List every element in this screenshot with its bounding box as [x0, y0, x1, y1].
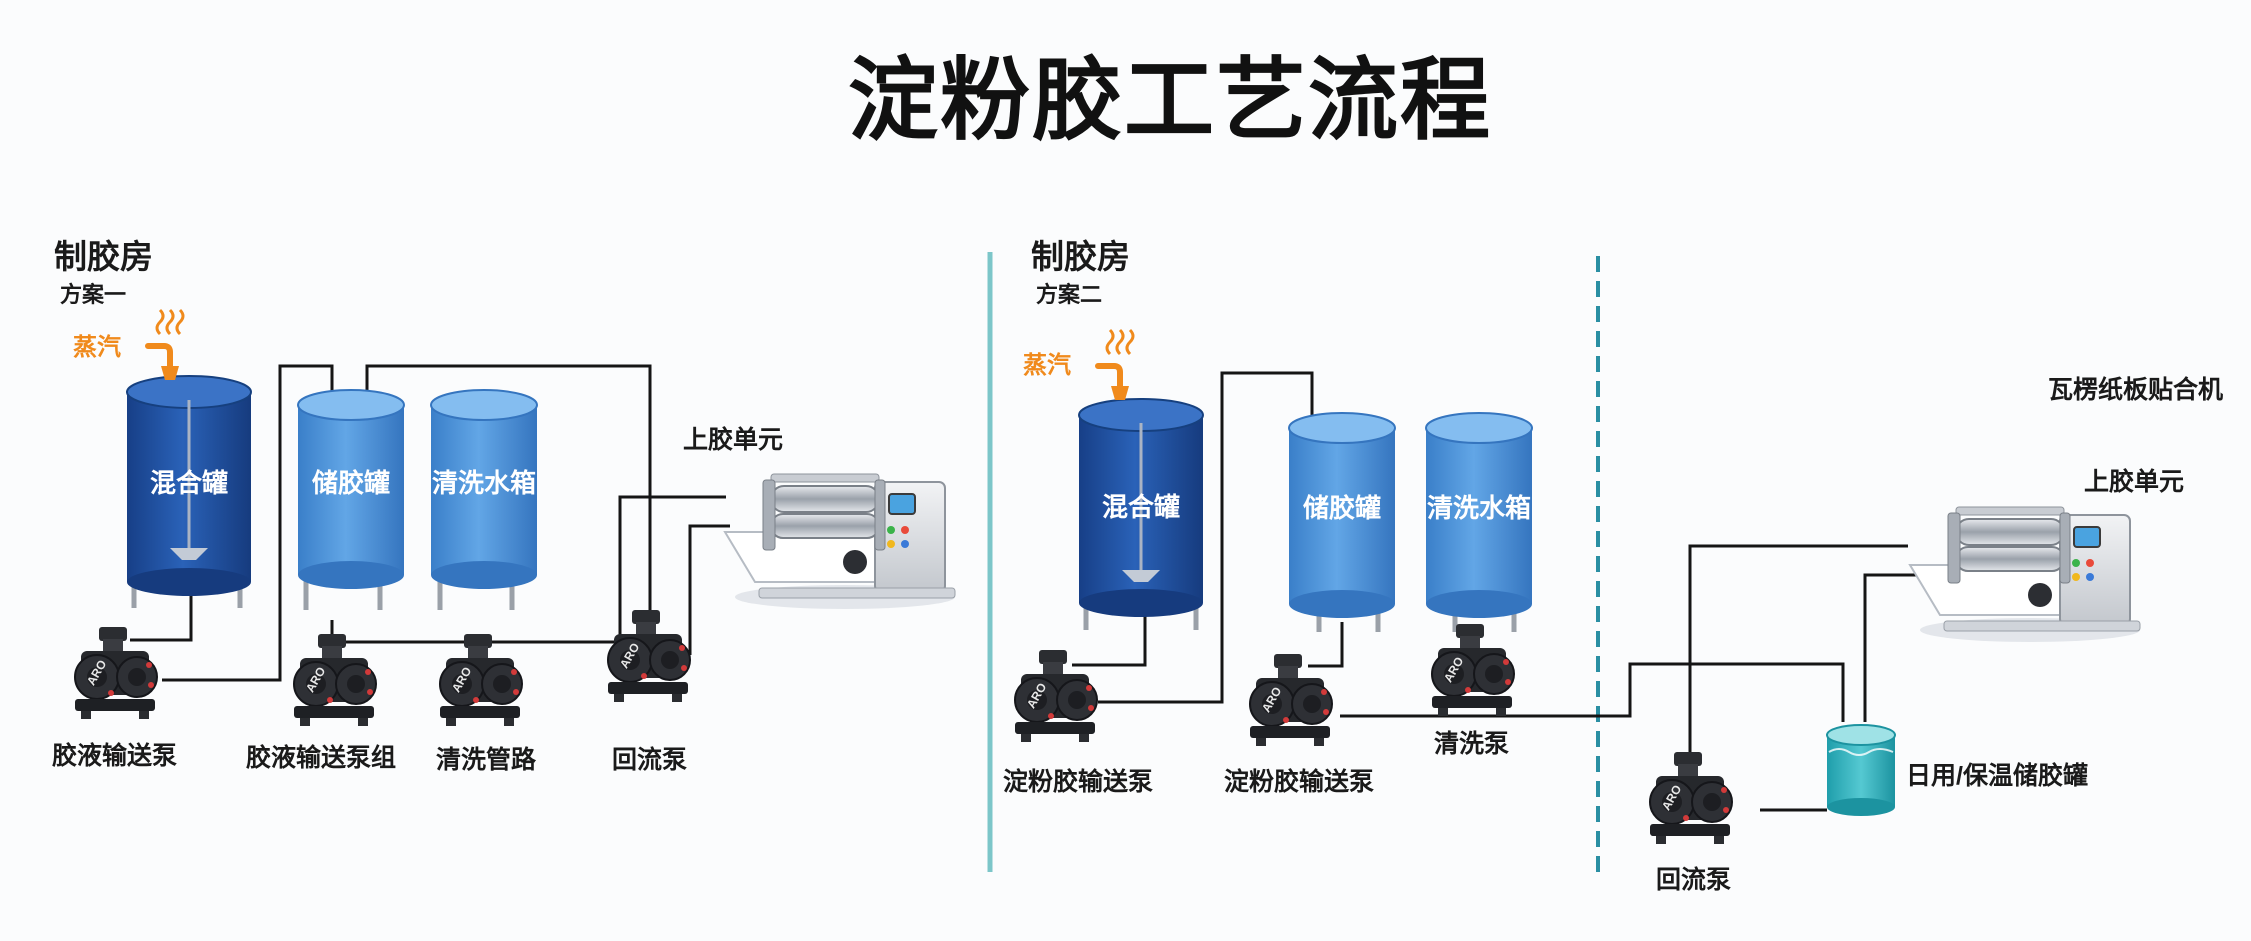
pipe-return-to-gluer — [1688, 544, 1908, 755]
tank-mixer-left: 混合罐 — [126, 375, 252, 608]
pump-label-starch-transfer-1: 淀粉胶输送泵 — [1003, 768, 1154, 796]
pump-label-wash-right: 清洗泵 — [1434, 730, 1510, 758]
pump-label-starch-transfer-2: 淀粉胶输送泵 — [1224, 768, 1375, 796]
glue-unit-label-right: 上胶单元 — [2084, 468, 2185, 496]
pump-label-glue-transfer-group: 胶液输送泵组 — [246, 744, 397, 772]
page-title: 淀粉胶工艺流程 — [848, 51, 1492, 151]
tank-storage-right: 储胶罐 — [1288, 412, 1396, 632]
steam-label-left: 蒸汽 — [73, 334, 121, 361]
glue-unit-label-left: 上胶单元 — [683, 426, 784, 454]
tank-label-mixer-left: 混合罐 — [150, 468, 228, 498]
pump-wash-right — [1431, 623, 1515, 717]
section-title-right: 制胶房 — [1031, 238, 1130, 275]
pump-return-right — [1649, 751, 1733, 845]
pump-label-wash-line: 清洗管路 — [436, 746, 537, 774]
plan-label-left: 方案一 — [60, 282, 127, 307]
pipe-storage-to-pump-right — [1308, 622, 1344, 668]
pipe-transfer-to-daytank — [1340, 662, 1845, 722]
glue-unit-left — [724, 473, 956, 610]
pipe-mixer-to-pump — [130, 588, 193, 642]
pump-label-return-left: 回流泵 — [612, 746, 688, 774]
pipe-mixer-to-pump-right — [1072, 608, 1147, 667]
pump-starch-transfer-2 — [1249, 653, 1333, 747]
section-title-left: 制胶房 — [54, 238, 153, 275]
pipe-return-gluer — [688, 524, 730, 655]
tank-label-wash-right: 清洗水箱 — [1427, 493, 1531, 523]
day-storage-tank — [1826, 724, 1896, 816]
steam-inlet-left — [148, 310, 183, 380]
day-tank-label: 日用/保温储胶罐 — [1906, 762, 2088, 790]
tank-label-wash-left: 清洗水箱 — [432, 468, 536, 498]
pipe-pump-to-storage-right — [1098, 371, 1314, 704]
tank-wash-left: 清洗水箱 — [430, 389, 538, 610]
steam-inlet-right — [1098, 330, 1133, 400]
glue-unit-right — [1909, 506, 2141, 643]
plan-label-right: 方案二 — [1036, 282, 1103, 307]
pipe-pump-to-storage — [162, 364, 334, 682]
tank-label-mixer-right: 混合罐 — [1102, 492, 1180, 522]
pump-glue-transfer-group — [293, 633, 377, 727]
tank-label-storage-left: 储胶罐 — [312, 468, 390, 498]
machine-label: 瓦楞纸板贴合机 — [2048, 376, 2224, 404]
tank-label-storage-right: 储胶罐 — [1303, 493, 1381, 523]
pump-label-return-right: 回流泵 — [1656, 866, 1732, 894]
steam-label-right: 蒸汽 — [1023, 352, 1071, 379]
pipe-supply-gluer — [618, 495, 726, 640]
pump-wash-line — [439, 633, 523, 727]
pump-label-glue-transfer: 胶液输送泵 — [52, 742, 178, 770]
tank-wash-right: 清洗水箱 — [1425, 412, 1533, 632]
tank-mixer-right: 混合罐 — [1078, 398, 1204, 630]
tank-storage-left: 储胶罐 — [297, 389, 405, 610]
pipe-daytank-to-gluer — [1863, 573, 1918, 722]
